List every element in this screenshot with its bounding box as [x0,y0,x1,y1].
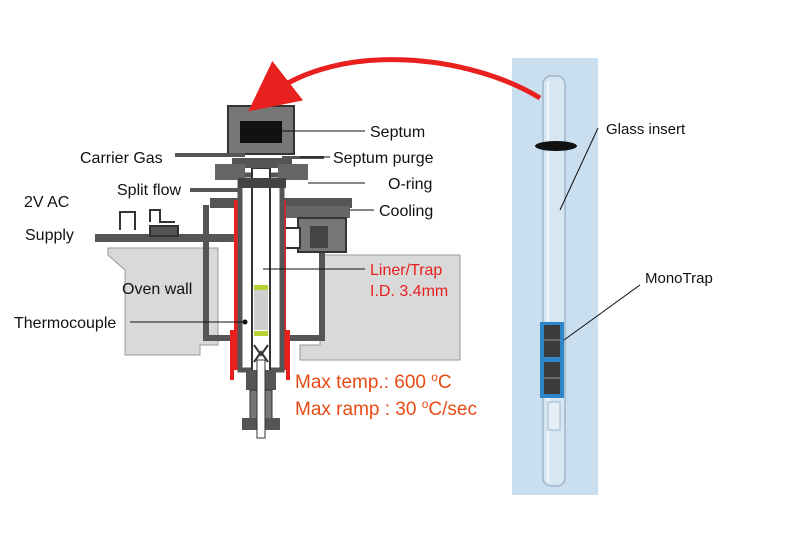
bottom-outlet [242,359,280,439]
label-inner-diameter: I.D. 3.4mm [370,283,448,300]
label-septum-purge: Septum purge [333,150,434,167]
leader-lines [130,127,641,341]
spec-max-ramp: Max ramp : 30 oC/sec [295,397,477,420]
oven-wall-left [107,247,219,356]
label-liner-trap: Liner/Trap [370,262,442,279]
label-split-flow: Split flow [117,182,181,199]
cooling-fitting [279,217,347,253]
label-cooling: Cooling [379,203,433,220]
label-carrier-gas: Carrier Gas [80,150,163,167]
label-glass-insert: Glass insert [606,121,686,138]
label-ac-line1: 2V AC [24,194,69,211]
septum-head [215,105,308,188]
label-septum: Septum [370,124,425,141]
insert-arrow [248,57,542,112]
label-ac-line2: Supply [25,227,74,244]
label-monotrap: MonoTrap [645,270,713,287]
oven-wall-right [299,254,461,361]
split-flow-line [190,188,252,192]
label-oven-wall: Oven wall [122,281,192,298]
glass-insert-o-ring [535,141,577,151]
monotrap-cartridges [540,322,564,431]
spec-max-temp: Max temp.: 600 oC [295,370,452,393]
liner-housing [237,167,285,379]
label-thermocouple: Thermocouple [14,315,116,332]
label-o-ring: O-ring [388,176,432,193]
thermocouple-tip [242,319,248,325]
ac-supply-connector [119,209,179,237]
